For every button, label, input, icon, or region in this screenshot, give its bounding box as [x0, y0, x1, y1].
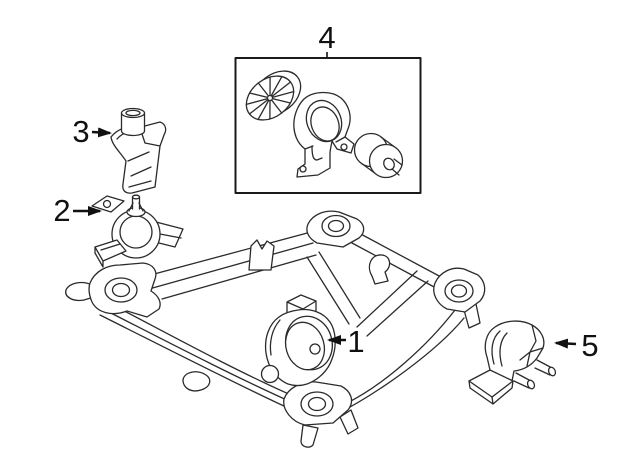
callout-5-arrow	[554, 338, 577, 349]
left-ear-tab	[65, 281, 95, 302]
tab-hole	[102, 199, 112, 209]
part-3-bracket-drawing[interactable]	[110, 107, 167, 194]
kit-bracket	[293, 91, 355, 178]
mount-foot	[94, 239, 127, 268]
kit-foot-hole	[299, 165, 307, 173]
center-brace-b	[356, 270, 429, 337]
foot-inner-line	[100, 243, 121, 251]
part-5-transmission-mount-drawing[interactable]	[468, 320, 557, 405]
kit-arm-hole	[340, 143, 348, 151]
top-bushing-hole	[327, 219, 345, 233]
stud-upper-tip	[547, 366, 557, 377]
bottom-plate-foot-left	[300, 424, 319, 448]
kit-bore	[310, 106, 340, 142]
front-left-rail	[99, 302, 292, 408]
block-fold-lines	[519, 324, 544, 367]
left-bushing-hole	[111, 282, 131, 298]
bushing-cylinder	[120, 112, 146, 137]
part-2-engine-mount-drawing[interactable]	[91, 194, 184, 268]
rear-right-rail	[351, 231, 442, 289]
oval-boss	[182, 371, 211, 392]
stud-tip	[131, 194, 141, 200]
kit-bracket-details	[304, 136, 346, 161]
bolt-hole	[309, 343, 321, 355]
foot-plate-thickness	[468, 380, 514, 405]
callout-2-label[interactable]: 2	[53, 193, 70, 228]
center-brace-a	[306, 251, 361, 325]
roller-slot	[391, 158, 403, 176]
callout-4-label[interactable]: 4	[318, 20, 335, 55]
arch-ribs	[491, 330, 508, 367]
stud-lower-lines	[513, 372, 532, 389]
mount-body-inner	[119, 215, 153, 249]
callout-arrows	[73, 52, 577, 349]
bore-opening	[284, 321, 326, 371]
mount-body-contour	[269, 319, 281, 356]
hook-tab	[368, 254, 391, 285]
stud-upper-lines	[534, 359, 553, 376]
u-notch-tab	[248, 239, 275, 271]
subframe-crossmember-drawing	[65, 210, 486, 448]
callout-1-label[interactable]: 1	[347, 324, 364, 359]
callout-3-arrow	[91, 127, 112, 138]
bottom-bushing-hole	[307, 396, 327, 412]
rear-left-rail	[142, 231, 317, 300]
callout-3-label[interactable]: 3	[72, 114, 89, 149]
ear-lug	[260, 364, 280, 384]
ribbed-damper-disc	[245, 70, 302, 121]
roller-bushing	[353, 132, 404, 179]
stud-cone-lines	[128, 202, 144, 212]
right-bushing-hole	[450, 284, 468, 298]
stud-lower-tip	[526, 379, 536, 390]
bushing-top-hole	[125, 109, 141, 117]
bottom-plate-foot-right	[339, 409, 359, 435]
part-4-kit-drawing[interactable]	[234, 57, 422, 194]
disc-spokes	[245, 75, 295, 121]
mount-arm-fold	[159, 233, 182, 239]
part-1-roll-mount-drawing[interactable]	[260, 294, 339, 387]
callout-5-label[interactable]: 5	[581, 328, 598, 363]
disc-hub	[266, 94, 274, 102]
